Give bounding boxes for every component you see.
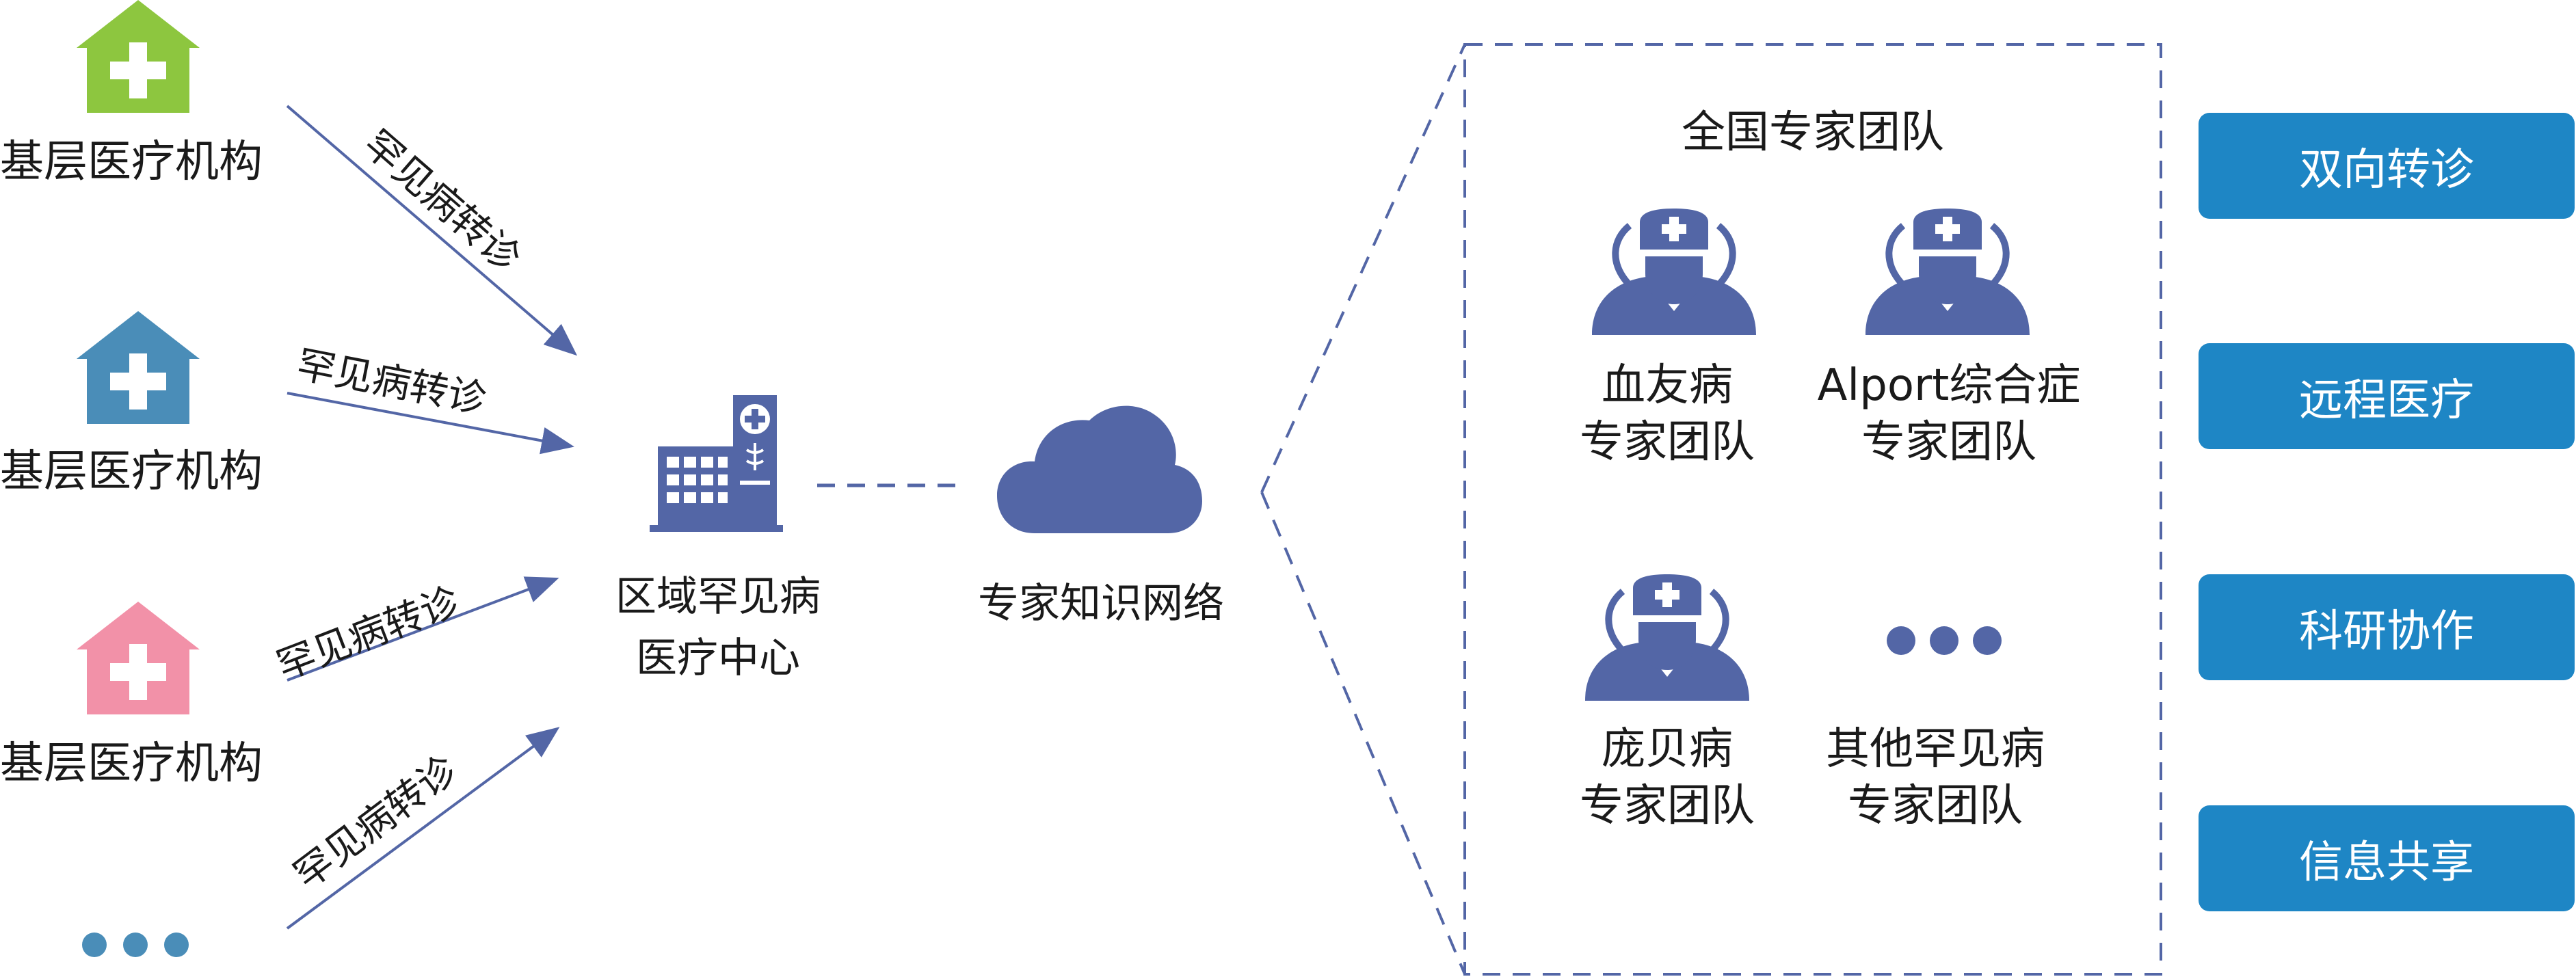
house-icon [77,602,200,717]
team-label: 血友病 专家团队 [1580,360,1755,468]
fan-line-top [1260,44,1466,493]
national-teams-title: 全国专家团队 [1682,107,1944,158]
referral-arrow-4 [286,727,560,930]
doctor-icon [1865,209,2030,338]
expert-network-label: 专家知识网络 [978,580,1224,628]
house-icon [77,311,200,427]
team-label: 其他罕见病 专家团队 [1826,724,2045,832]
doctor-icon [1592,209,1756,338]
function-button-research-collaboration[interactable]: 科研协作 [2199,574,2575,680]
more-dots-icon [1886,626,2002,658]
hospital-building-icon [650,395,783,535]
function-button-telemedicine[interactable]: 远程医疗 [2199,343,2575,449]
function-button-information-sharing[interactable]: 信息共享 [2199,805,2575,911]
fan-line-bottom [1260,492,1466,975]
institution-label: 基层医疗机构 [0,738,263,789]
more-dots-icon [81,931,204,961]
regional-center-label: 区域罕见病 医疗中心 [615,573,821,682]
house-icon [77,0,200,116]
referral-arrow-3 [287,576,559,682]
referral-arrow-1 [286,105,578,356]
team-label: 庞贝病 专家团队 [1580,724,1755,832]
institution-label: 基层医疗机构 [0,446,263,497]
cloud-icon [997,400,1202,536]
referral-arrow-2 [287,392,574,455]
institution-label: 基层医疗机构 [0,137,263,187]
function-button-two-way-referral[interactable]: 双向转诊 [2199,113,2575,219]
national-teams-box [1463,43,2162,976]
doctor-icon [1585,574,1749,703]
team-label: Alport综合症 专家团队 [1817,360,2081,468]
